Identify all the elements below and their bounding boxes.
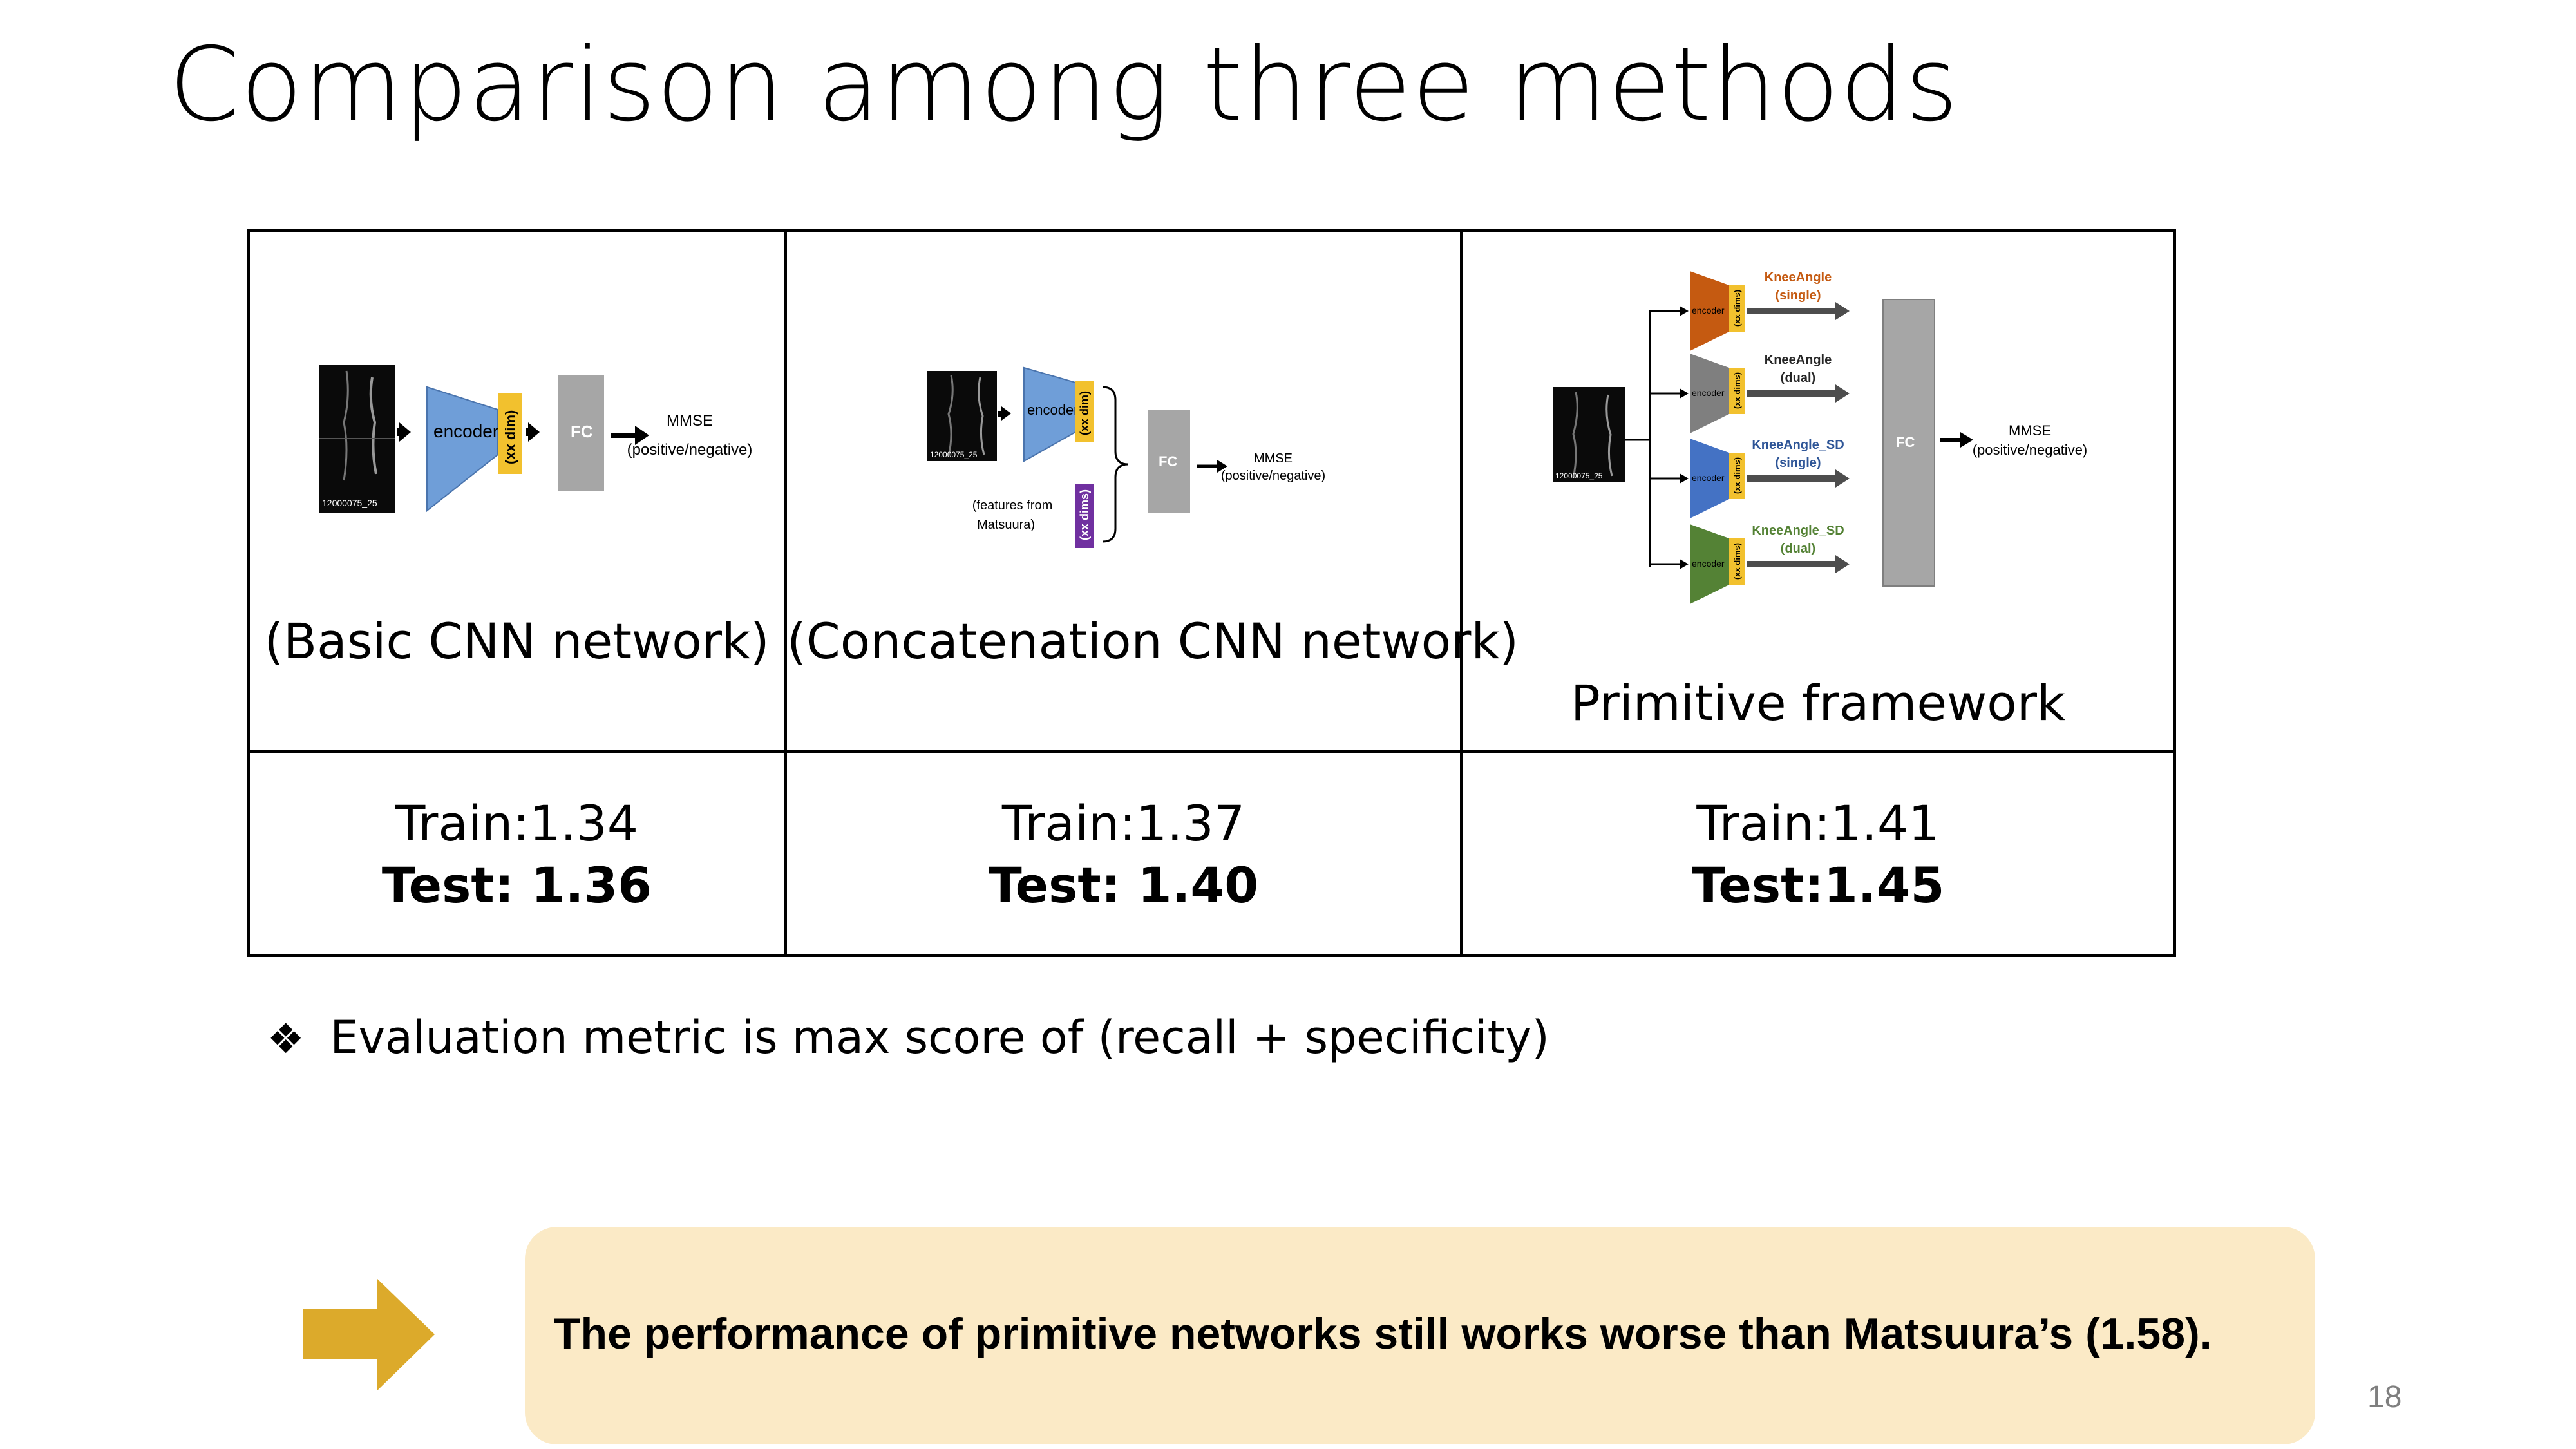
extra-source-sublabel: Matsuura) xyxy=(977,518,1035,532)
method-caption: (Concatenation CNN network) xyxy=(787,612,1519,670)
table-divider xyxy=(1460,232,1463,954)
method-caption: (Basic CNN network) xyxy=(264,612,770,670)
encoder-label: encoder xyxy=(1692,305,1725,316)
score-cell: Train:1.41 Test:1.45 xyxy=(1463,793,2173,916)
fc-layer xyxy=(558,375,604,491)
output-label: MMSE xyxy=(667,412,713,430)
feature-vector xyxy=(1729,368,1745,414)
encoder-branch: encoder (xx dims) KneeAngle (dual) xyxy=(1650,353,1850,433)
test-score: Test: 1.36 xyxy=(381,857,652,914)
diamond-bullet-icon: ❖ xyxy=(267,1016,305,1063)
slide-number: 18 xyxy=(2367,1380,2402,1414)
image-label: 12000075_25 xyxy=(930,450,978,459)
basic-cnn-diagram: 12000075_25 encoder (xx dim) FC MMSE (po… xyxy=(319,365,753,513)
image-label: 12000075_25 xyxy=(1555,471,1603,480)
concat-cnn-diagram: 12000075_25 encoder (xx dim) (xx dims) (… xyxy=(927,366,1325,548)
encoder-block xyxy=(1690,439,1729,518)
feature-label: (xx dims) xyxy=(1732,372,1742,409)
extra-feature-label: (xx dims) xyxy=(1078,489,1091,540)
feature-vector xyxy=(498,393,522,474)
encoder-branch: encoder (xx dims) KneeAngle_SD (single) xyxy=(1650,438,1850,518)
right-arrow-icon xyxy=(303,1278,435,1391)
note-text: Evaluation metric is max score of (recal… xyxy=(330,1011,1549,1064)
branch-sublabel: (dual) xyxy=(1781,371,1815,385)
test-score: Test:1.45 xyxy=(1691,857,1945,914)
encoder-branch: encoder (xx dims) KneeAngle (single) xyxy=(1650,270,1850,351)
train-score: Train:1.34 xyxy=(395,795,639,852)
encoder-branch: encoder (xx dims) KneeAngle_SD (dual) xyxy=(1650,524,1850,604)
callout-text: The performance of primitive networks st… xyxy=(554,1309,2212,1358)
table-divider xyxy=(250,750,2173,753)
fc-label: FC xyxy=(1159,453,1177,469)
comparison-table: 12000075_25 encoder (xx dim) FC MMSE (po… xyxy=(247,229,2176,957)
image-label: 12000075_25 xyxy=(322,498,377,508)
branch-sublabel: (dual) xyxy=(1781,542,1815,556)
slide-title: Comparison among three methods xyxy=(169,26,1959,144)
extra-source-label: (features from xyxy=(972,498,1052,513)
encoder-label: encoder xyxy=(1692,558,1725,569)
input-image xyxy=(1553,387,1625,482)
score-cell: Train:1.37 Test: 1.40 xyxy=(787,793,1460,916)
branch-sublabel: (single) xyxy=(1775,289,1821,303)
output-sublabel: (positive/negative) xyxy=(1973,442,2088,458)
encoder-label: encoder xyxy=(1692,473,1725,483)
method-caption: Primitive framework xyxy=(1570,674,2066,732)
feature-label: (xx dims) xyxy=(1732,290,1742,327)
table-divider xyxy=(784,232,787,954)
encoder-label: encoder xyxy=(433,421,498,441)
feature-label: (xx dim) xyxy=(502,410,518,464)
branch-label: KneeAngle xyxy=(1765,270,1832,285)
output-label: MMSE xyxy=(2009,422,2051,439)
fc-label: FC xyxy=(571,422,593,441)
evaluation-note: ❖ Evaluation metric is max score of (reca… xyxy=(267,1011,1549,1064)
train-score: Train:1.41 xyxy=(1696,795,1940,852)
primitive-framework-diagram: 12000075_25 encoder (xx dims) KneeAngle (si… xyxy=(1553,270,2088,604)
branch-label: KneeAngle xyxy=(1765,353,1832,367)
callout-box xyxy=(525,1227,2315,1444)
branch-sublabel: (single) xyxy=(1775,456,1821,470)
branch-label: KneeAngle_SD xyxy=(1752,524,1844,538)
feature-vector xyxy=(1075,381,1094,442)
concat-bracket xyxy=(1102,386,1129,543)
feature-label: (xx dims) xyxy=(1732,543,1742,580)
test-score: Test: 1.40 xyxy=(988,857,1259,914)
encoder-block xyxy=(1690,271,1729,351)
feature-label: (xx dim) xyxy=(1078,391,1091,435)
fc-label: FC xyxy=(1896,434,1915,450)
output-label: MMSE xyxy=(1254,451,1293,466)
feature-vector xyxy=(1729,285,1745,332)
feature-vector xyxy=(1729,538,1745,585)
input-image xyxy=(927,371,997,461)
fc-layer xyxy=(1882,299,1935,587)
feature-vector xyxy=(1729,453,1745,499)
encoder-label: encoder xyxy=(1692,388,1725,398)
encoder-label: encoder xyxy=(1027,402,1079,418)
feature-label: (xx dims) xyxy=(1732,457,1742,494)
extra-feature-vector xyxy=(1075,484,1094,548)
score-cell: Train:1.34 Test: 1.36 xyxy=(250,793,784,916)
encoder-block xyxy=(1690,354,1729,433)
fc-layer xyxy=(1148,410,1190,513)
encoder-block xyxy=(1690,524,1729,604)
train-score: Train:1.37 xyxy=(1001,795,1245,852)
output-sublabel: (positive/negative) xyxy=(1221,469,1325,483)
output-sublabel: (positive/negative) xyxy=(627,441,753,459)
encoder-block xyxy=(426,386,498,513)
branch-label: KneeAngle_SD xyxy=(1752,438,1844,452)
